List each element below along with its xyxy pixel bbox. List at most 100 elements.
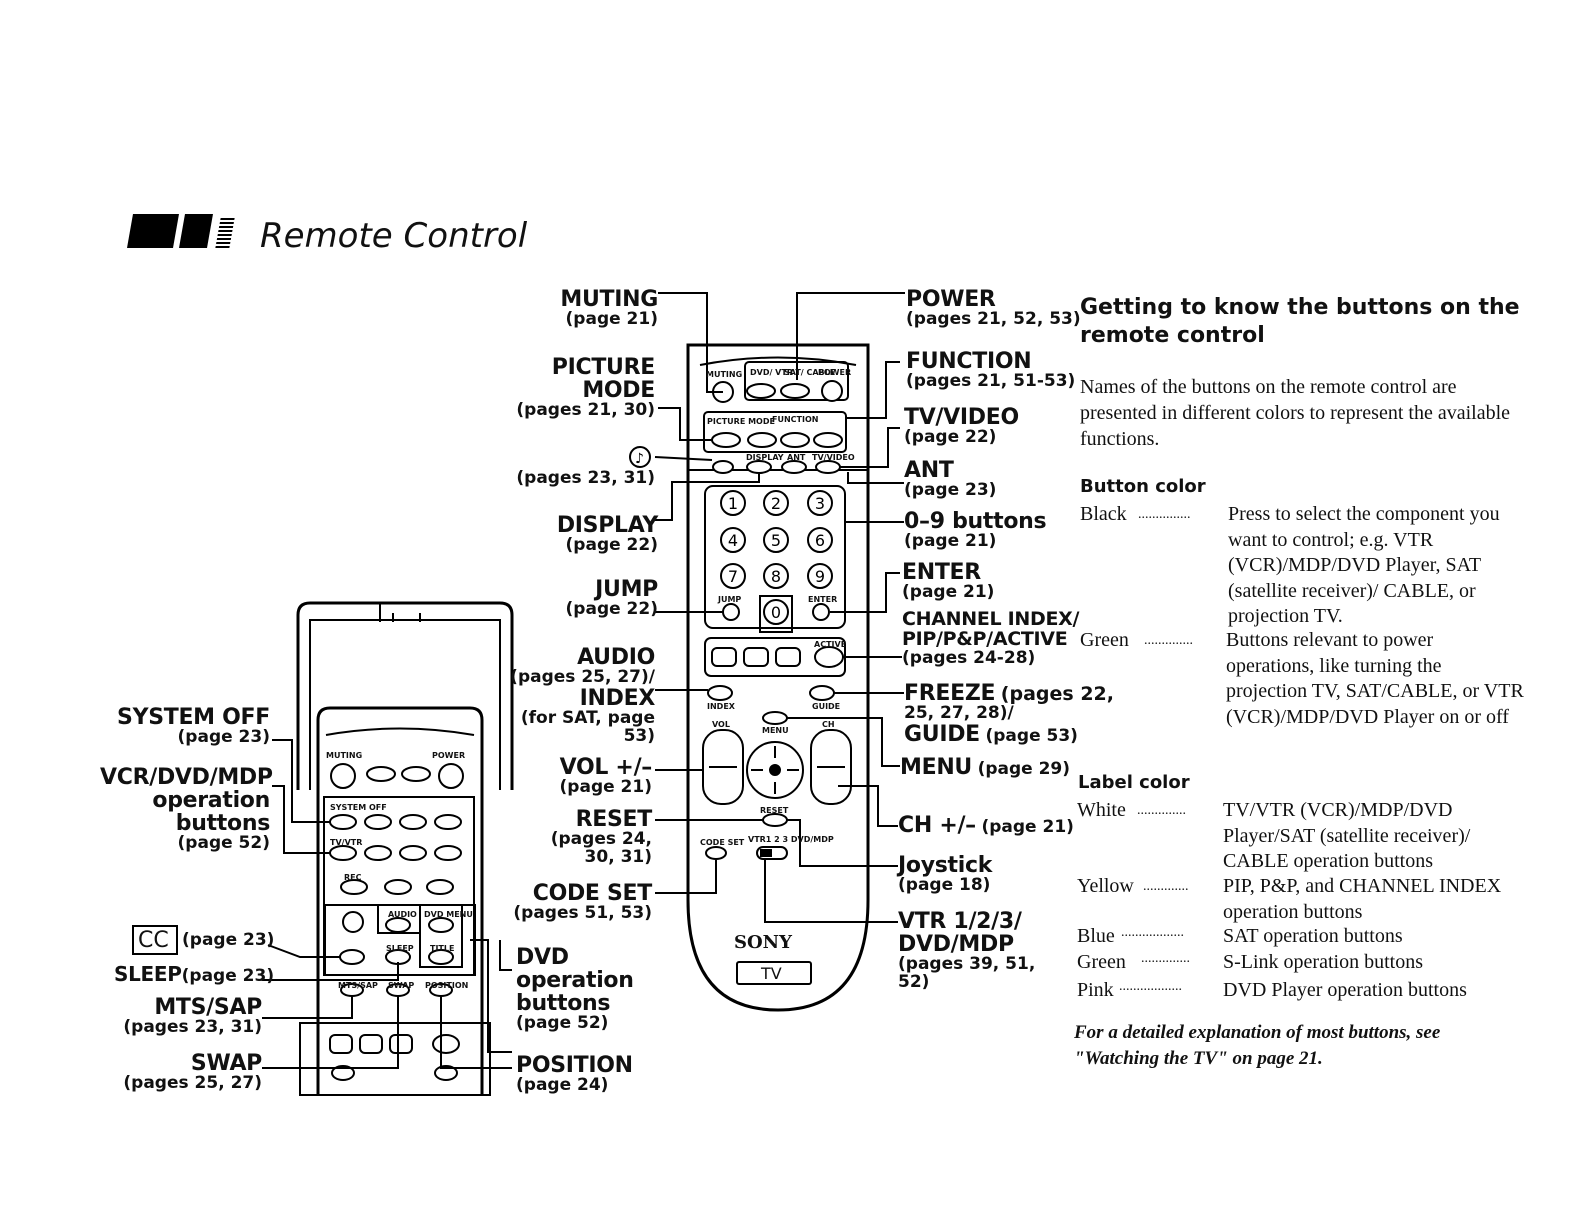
callout-display: DISPLAY(page 22) xyxy=(556,513,658,556)
term-green-label: Green xyxy=(1077,951,1126,973)
cc-symbol: CC xyxy=(138,928,169,953)
digit-button-7 xyxy=(720,563,746,589)
digit-button-0 xyxy=(763,599,789,625)
remote-enter-label: ENTER xyxy=(808,595,838,604)
remote-menu-label: MENU xyxy=(762,726,789,735)
digit-button-6 xyxy=(807,527,833,553)
remote2-dvdmenu-label: DVD MENU xyxy=(424,910,473,919)
term-yellow: Yellow xyxy=(1077,875,1134,897)
remote2-system-off-label: SYSTEM OFF xyxy=(330,803,387,812)
digit-button-5 xyxy=(763,527,789,553)
label-color-title: Label color xyxy=(1078,772,1190,793)
remote2-sleep-label: SLEEP xyxy=(386,944,414,953)
digit-label-8: 8 xyxy=(771,567,781,586)
remote-power-label: POWER xyxy=(818,368,852,377)
button-color-title: Button color xyxy=(1080,476,1206,497)
footnote: For a detailed explanation of most butto… xyxy=(1074,1022,1441,1069)
digit-label-6: 6 xyxy=(815,531,825,550)
remote-vol-label: VOL xyxy=(712,720,730,729)
remote-picture-mode-label: PICTURE MODE xyxy=(707,417,775,426)
remote-codeset-label: CODE SET xyxy=(700,838,745,847)
term-blue: Blue xyxy=(1077,925,1115,947)
remote2-power-label: POWER xyxy=(432,751,466,760)
remote-muting-label: MUTING xyxy=(706,370,743,379)
callout-ch: CH +/– (page 21) xyxy=(898,813,1074,838)
callout-ant: ANT(page 23) xyxy=(904,458,997,501)
remote2-title-label: TITLE xyxy=(430,944,455,953)
remote2-mtssap-label: MTS/SAP xyxy=(338,981,378,990)
callout-function: FUNCTION(pages 21, 51-53) xyxy=(906,349,1076,392)
digit-label-3: 3 xyxy=(815,494,825,513)
callout-sleep: SLEEP(page 23) xyxy=(114,962,275,986)
callout-mts-sap: MTS/SAP(pages 23, 31) xyxy=(123,995,262,1038)
digit-button-4 xyxy=(720,527,746,553)
remote2-position-label: POSITION xyxy=(425,981,469,990)
remote-ant-label: ANT xyxy=(787,453,806,462)
digit-label-2: 2 xyxy=(771,494,781,513)
callout-joystick: Joystick(page 18) xyxy=(898,853,993,896)
callout-number-buttons: 0–9 buttons(page 21) xyxy=(904,509,1047,552)
desc-blue: SAT operation buttons xyxy=(1223,925,1403,947)
remote-display-label: DISPLAY xyxy=(746,453,784,462)
remote-ch-label: CH xyxy=(822,720,835,729)
callout-code-set: CODE SET(pages 51, 53) xyxy=(513,881,652,924)
digit-button-9 xyxy=(807,563,833,589)
remote-vtr-switch-label: VTR1 2 3 DVD/MDP xyxy=(748,835,834,844)
remote2-swap-label: SWAP xyxy=(388,981,415,990)
digit-button-3 xyxy=(807,490,833,516)
callout-freeze: FREEZE (pages 22, 25, 27, 28)/ GUIDE (pa… xyxy=(904,681,1114,747)
remote-model-label: TV xyxy=(761,964,782,983)
callout-muting: MUTING(page 21) xyxy=(560,287,658,330)
remote-dvdvtr-label: DVD/ VTR xyxy=(750,368,793,377)
remote-active-label: ACTIVE xyxy=(814,640,847,649)
digit-label-0: 0 xyxy=(771,603,781,622)
digit-label-4: 4 xyxy=(728,531,738,550)
desc-green: Buttons relevant to power operations, li… xyxy=(1226,629,1524,728)
callout-enter: ENTER(page 21) xyxy=(902,560,995,603)
desc-yellow: PIP, P&P, and CHANNEL INDEX operation bu… xyxy=(1223,875,1502,923)
remote2-audio-label: AUDIO xyxy=(388,910,417,919)
callout-position: POSITION(page 24) xyxy=(516,1053,633,1096)
remote-guide-label: GUIDE xyxy=(812,702,841,711)
callout-audio: AUDIO(pages 25, 27)/INDEX(for SAT, page … xyxy=(510,645,655,746)
digit-label-1: 1 xyxy=(728,494,738,513)
digit-button-2 xyxy=(763,490,789,516)
callout-swap: SWAP(pages 25, 27) xyxy=(123,1051,262,1094)
info-heading: Getting to know the buttons on the remot… xyxy=(1080,295,1520,348)
callout-cc: (page 23) xyxy=(182,930,275,950)
callout-vtr: VTR 1/2/3/DVD/MDP(pages 39, 51,52) xyxy=(898,909,1036,993)
svg-text:♪: ♪ xyxy=(635,451,644,467)
callout-reset: RESET(pages 24,30, 31) xyxy=(550,807,653,867)
remote-index-label: INDEX xyxy=(707,702,735,711)
remote-reset-label: RESET xyxy=(760,806,789,815)
term-white: White xyxy=(1077,799,1126,821)
callout-vol: VOL +/–(page 21) xyxy=(559,755,653,798)
desc-green-label: S-Link operation buttons xyxy=(1223,951,1423,973)
remote-tvvideo-label: TV/VIDEO xyxy=(812,453,855,462)
remote2-muting-label: MUTING xyxy=(326,751,363,760)
callout-tv-video: TV/VIDEO(page 22) xyxy=(904,405,1019,448)
remote-satcable-label: SAT/ CABLE xyxy=(784,368,836,377)
desc-pink: DVD Player operation buttons xyxy=(1223,979,1467,1001)
digit-label-9: 9 xyxy=(815,567,825,586)
callout-system-off: SYSTEM OFF(page 23) xyxy=(117,705,270,748)
info-intro: Names of the buttons on the remote contr… xyxy=(1080,376,1511,450)
remote-function-label: FUNCTION xyxy=(772,415,819,424)
term-green: Green xyxy=(1080,629,1129,651)
callout-surround: (pages 23, 31) xyxy=(516,468,655,488)
digit-button-1 xyxy=(720,490,746,516)
term-pink: Pink xyxy=(1077,979,1114,1001)
callout-channel-index: CHANNEL INDEX/PIP/P&P/ACTIVE(pages 24-28… xyxy=(902,608,1080,668)
digit-label-5: 5 xyxy=(771,531,781,550)
remote2-tvvtr-label: TV/VTR xyxy=(330,838,363,847)
remote2-rec-label: REC xyxy=(344,873,362,882)
term-black: Black xyxy=(1080,503,1127,525)
remote-brand-logo: SONY xyxy=(734,932,792,953)
digit-label-7: 7 xyxy=(728,567,738,586)
callout-menu: MENU (page 29) xyxy=(900,755,1071,780)
page-title: Remote Control xyxy=(260,216,528,256)
